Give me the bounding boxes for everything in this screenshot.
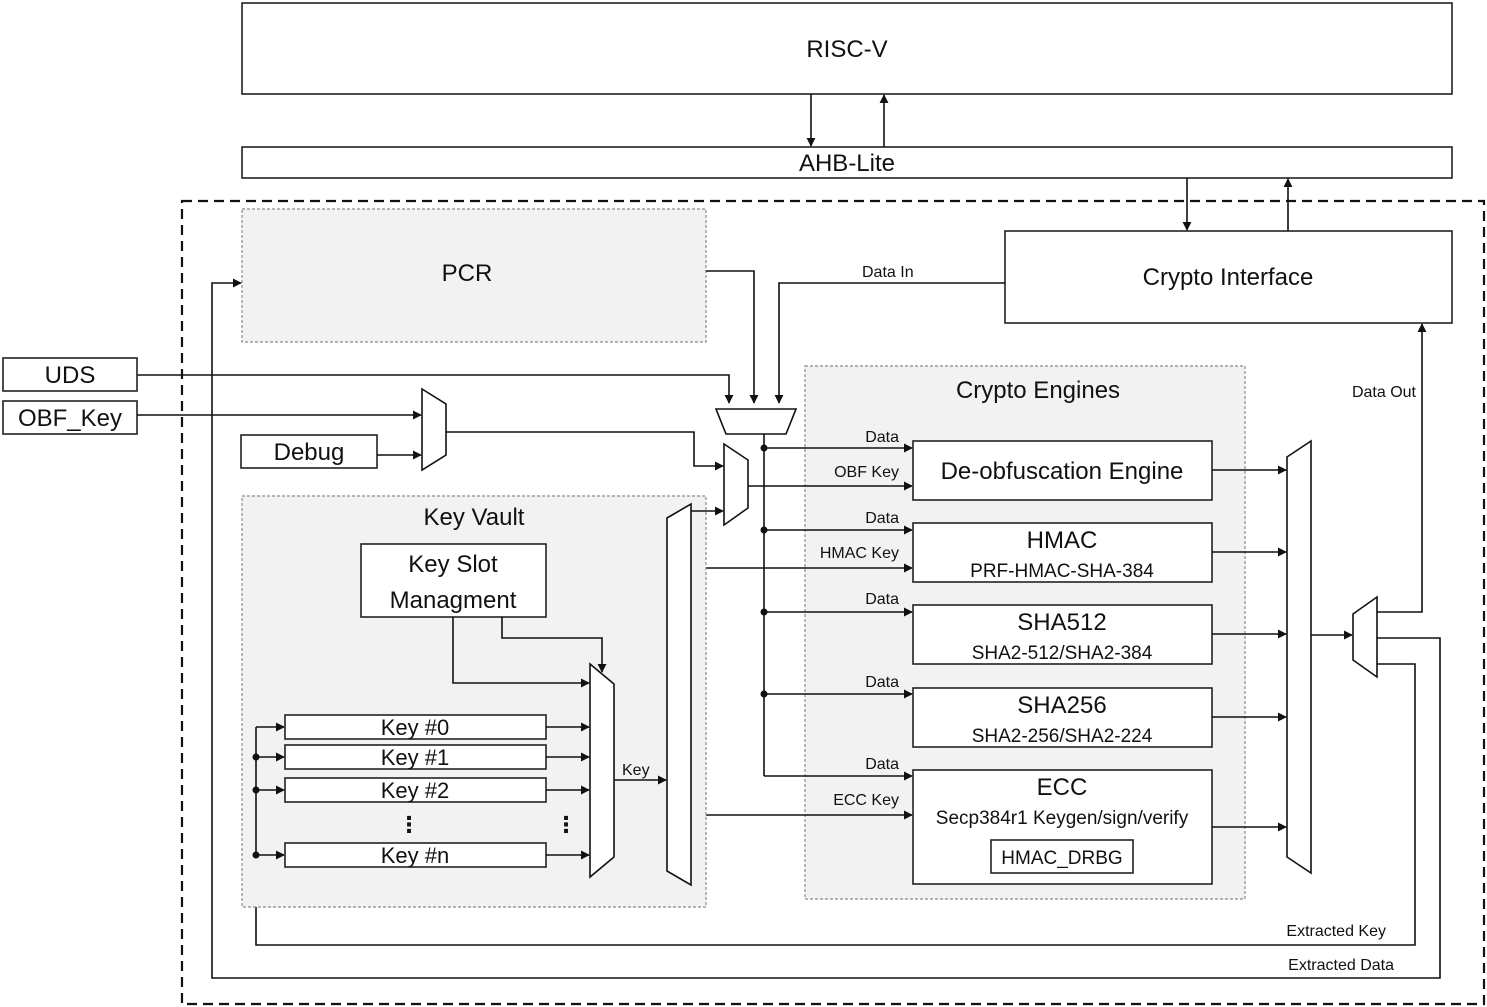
key-vault-title: Key Vault bbox=[424, 504, 525, 531]
extracted-key-label: Extracted Key bbox=[1286, 923, 1386, 940]
obf-key-input: OBF_Key bbox=[2, 400, 138, 435]
data-in-label: Data In bbox=[862, 264, 914, 281]
hmac-drbg-label: HMAC_DRBG bbox=[1001, 848, 1122, 869]
sha256-label: SHA256 bbox=[1017, 692, 1106, 719]
ahb-lite-label: AHB-Lite bbox=[799, 150, 895, 177]
hmac-data-label: Data bbox=[865, 510, 899, 527]
debug-input: Debug bbox=[240, 434, 378, 469]
sha512-detail: SHA2-512/SHA2-384 bbox=[972, 643, 1153, 664]
data-input-mux bbox=[714, 408, 798, 435]
crypto-engines-title: Crypto Engines bbox=[956, 377, 1120, 404]
key-distribution-demux bbox=[666, 502, 692, 887]
key-slot-2: Key #2 bbox=[284, 777, 547, 803]
engine-output-mux bbox=[1286, 439, 1312, 875]
output-demux bbox=[1352, 595, 1378, 679]
data-in-wire bbox=[774, 282, 1005, 404]
ksm-label-line2: Managment bbox=[390, 587, 517, 614]
data-out-wire bbox=[1377, 323, 1427, 613]
key-slot-n: Key #n bbox=[284, 842, 547, 868]
crypto-interface-block: Crypto Interface bbox=[1004, 230, 1453, 324]
sha256-data-label: Data bbox=[865, 674, 899, 691]
key-slot-1: Key #1 bbox=[284, 744, 547, 770]
sha256-engine: SHA256 SHA2-256/SHA2-224 bbox=[912, 687, 1213, 748]
pcr-block: PCR bbox=[241, 208, 707, 343]
sha512-engine: SHA512 SHA2-512/SHA2-384 bbox=[912, 604, 1213, 665]
sha256-detail: SHA2-256/SHA2-224 bbox=[972, 726, 1153, 747]
key-1-label: Key #1 bbox=[381, 745, 450, 770]
key-slot-0: Key #0 bbox=[284, 714, 547, 740]
obf-debug-mux bbox=[421, 387, 447, 472]
debug-label: Debug bbox=[274, 439, 345, 466]
ksm-select-wire bbox=[452, 617, 590, 688]
deobf-data-label: Data bbox=[865, 429, 899, 446]
extracted-data-label: Extracted Data bbox=[1288, 957, 1394, 974]
ecc-engine: ECC Secp384r1 Keygen/sign/verify HMAC_DR… bbox=[912, 769, 1213, 885]
hmac-engine: HMAC PRF-HMAC-SHA-384 bbox=[912, 522, 1213, 583]
crypto-subsystem-boundary bbox=[180, 199, 1486, 1006]
hmac-key-label: HMAC Key bbox=[820, 545, 899, 562]
key-2-label: Key #2 bbox=[381, 778, 450, 803]
key-slot-management: Key Slot Managment bbox=[360, 543, 547, 618]
deobfuscation-engine: De-obfuscation Engine bbox=[912, 440, 1213, 501]
sha512-data-label: Data bbox=[865, 591, 899, 608]
uds-to-mux-wire bbox=[137, 374, 734, 404]
uds-label: UDS bbox=[45, 362, 96, 389]
ksm-control-wire bbox=[501, 617, 607, 673]
uds-input: UDS bbox=[2, 357, 138, 392]
ahb-lite-bus: AHB-Lite bbox=[241, 146, 1453, 179]
sha512-label: SHA512 bbox=[1017, 609, 1106, 636]
deobf-obf-key-label: OBF Key bbox=[834, 464, 899, 481]
risc-v-block: RISC-V bbox=[241, 2, 1453, 95]
ecc-key-label: ECC Key bbox=[833, 792, 899, 809]
ecc-label: ECC bbox=[1037, 774, 1088, 801]
key-n-label: Key #n bbox=[381, 843, 450, 868]
key-label: Key bbox=[622, 762, 650, 779]
ksm-label-line1: Key Slot bbox=[408, 551, 498, 578]
hmac-label: HMAC bbox=[1027, 527, 1098, 554]
extracted-data-wire bbox=[211, 278, 1441, 979]
crypto-interface-label: Crypto Interface bbox=[1143, 264, 1314, 291]
risc-v-label: RISC-V bbox=[806, 36, 887, 63]
pcr-to-mux-wire bbox=[706, 270, 759, 404]
deobfuscation-label: De-obfuscation Engine bbox=[941, 458, 1184, 485]
obf-mux-out-wire bbox=[446, 431, 724, 471]
hmac-detail: PRF-HMAC-SHA-384 bbox=[970, 561, 1154, 582]
pcr-label: PCR bbox=[442, 260, 493, 287]
key-0-label: Key #0 bbox=[381, 715, 450, 740]
hmac-drbg-block bbox=[990, 839, 1134, 874]
obf-key-label: OBF_Key bbox=[18, 405, 122, 432]
key-vault-mux bbox=[589, 662, 615, 879]
ecc-detail: Secp384r1 Keygen/sign/verify bbox=[936, 808, 1189, 829]
key-select-mux bbox=[723, 442, 749, 527]
ecc-data-label: Data bbox=[865, 756, 899, 773]
data-out-label: Data Out bbox=[1352, 384, 1417, 401]
key-ellipsis-right: ⋮ bbox=[555, 812, 577, 837]
key-ellipsis-left: ⋮ bbox=[398, 812, 420, 837]
